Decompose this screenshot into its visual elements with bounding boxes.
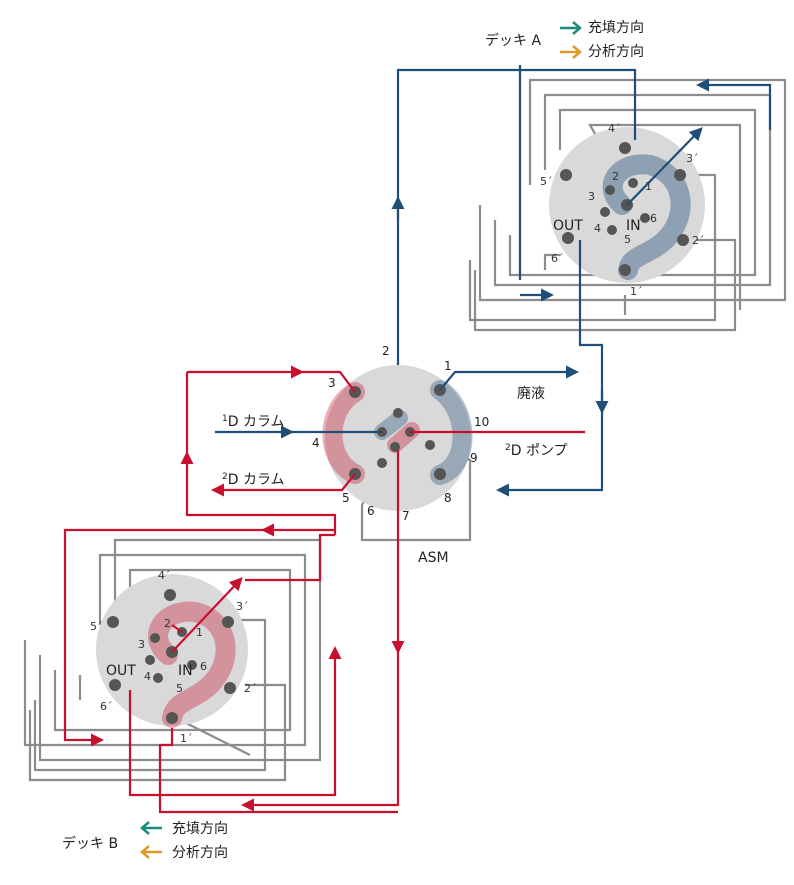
deck-a-port-4: 4 [594, 222, 601, 235]
asm-col1: 1D カラム [222, 414, 285, 430]
deck-a-port-3p: 3´ [686, 152, 699, 165]
asm-port-8: 8 [444, 491, 452, 505]
deck-a-port-6: 6 [650, 212, 657, 225]
deck-a-port-2p: 2´ [692, 234, 705, 247]
asm-port-9: 9 [470, 451, 478, 465]
legend-a-fill: 充填方向 [588, 20, 644, 36]
deck-a-port-3: 3 [588, 190, 595, 203]
asm-pump: 2D ポンプ [505, 443, 568, 459]
legend-a-deck: デッキ A [485, 32, 541, 49]
deck-a-port-5p: 5´ [540, 175, 553, 188]
deck-b-port-5: 5 [176, 682, 183, 695]
asm-port-3: 3 [328, 376, 336, 390]
legend-b-analysis: 分析方向 [172, 845, 228, 861]
asm-port-4: 4 [312, 436, 320, 450]
deck-b-port-1p: 1´ [180, 732, 193, 745]
deck-a-port-1p: 1´ [630, 285, 643, 298]
legend-b: デッキ B 充填方向 分析方向 [62, 821, 228, 861]
deck-b: 4´ 3´ 2´ 1´ 6´ 5´ 2 1 3 6 4 5 OUT IN [23, 523, 398, 814]
deck-b-port-3p: 3´ [236, 600, 249, 613]
deck-b-port-6: 6 [200, 660, 207, 673]
deck-a-flow [391, 65, 772, 497]
deck-a: 4´ 3´ 2´ 1´ 6´ 5´ 2 1 3 6 4 5 OUT IN [391, 65, 787, 497]
asm-waste: 廃液 [517, 385, 545, 402]
deck-b-port-2p: 2´ [244, 682, 257, 695]
deck-a-port-4p: 4´ [608, 122, 621, 135]
deck-b-port-5p: 5´ [90, 620, 103, 633]
asm-valve: 1 2 3 4 5 6 7 8 9 10 ASM 廃液 1D カラム 2D カラ… [180, 344, 585, 812]
deck-a-in-label: IN [626, 218, 641, 234]
deck-b-port-1: 1 [196, 626, 203, 639]
deck-b-port-6p: 6´ [100, 700, 113, 713]
deck-a-loop-channel [602, 154, 691, 280]
deck-b-port-4p: 4´ [158, 569, 171, 582]
deck-b-out-label: OUT [106, 663, 136, 679]
asm-name: ASM [418, 550, 449, 566]
legend-a-analysis: 分析方向 [588, 44, 644, 60]
asm-port-6: 6 [367, 504, 375, 518]
asm-port-2: 2 [382, 344, 390, 358]
asm-port-7: 7 [402, 509, 410, 523]
deck-b-port-4: 4 [144, 670, 151, 683]
asm-col2: 2D カラム [222, 472, 285, 488]
deck-a-out-label: OUT [553, 218, 583, 234]
deck-a-port-1: 1 [645, 180, 652, 193]
legend-b-deck: デッキ B [62, 835, 118, 852]
legend-a: デッキ A 充填方向 分析方向 [485, 20, 644, 60]
asm-port-1: 1 [444, 359, 452, 373]
deck-b-port-2: 2 [164, 617, 171, 630]
asm-port-5: 5 [342, 491, 350, 505]
deck-a-ports [560, 142, 689, 276]
deck-b-port-3: 3 [138, 638, 145, 651]
legend-b-fill: 充填方向 [172, 821, 228, 837]
deck-a-port-5: 5 [624, 233, 631, 246]
deck-b-in-label: IN [178, 663, 193, 679]
asm-port-10: 10 [474, 415, 489, 429]
deck-a-port-6p: 6´ [551, 252, 564, 265]
deck-a-port-2: 2 [612, 170, 619, 183]
